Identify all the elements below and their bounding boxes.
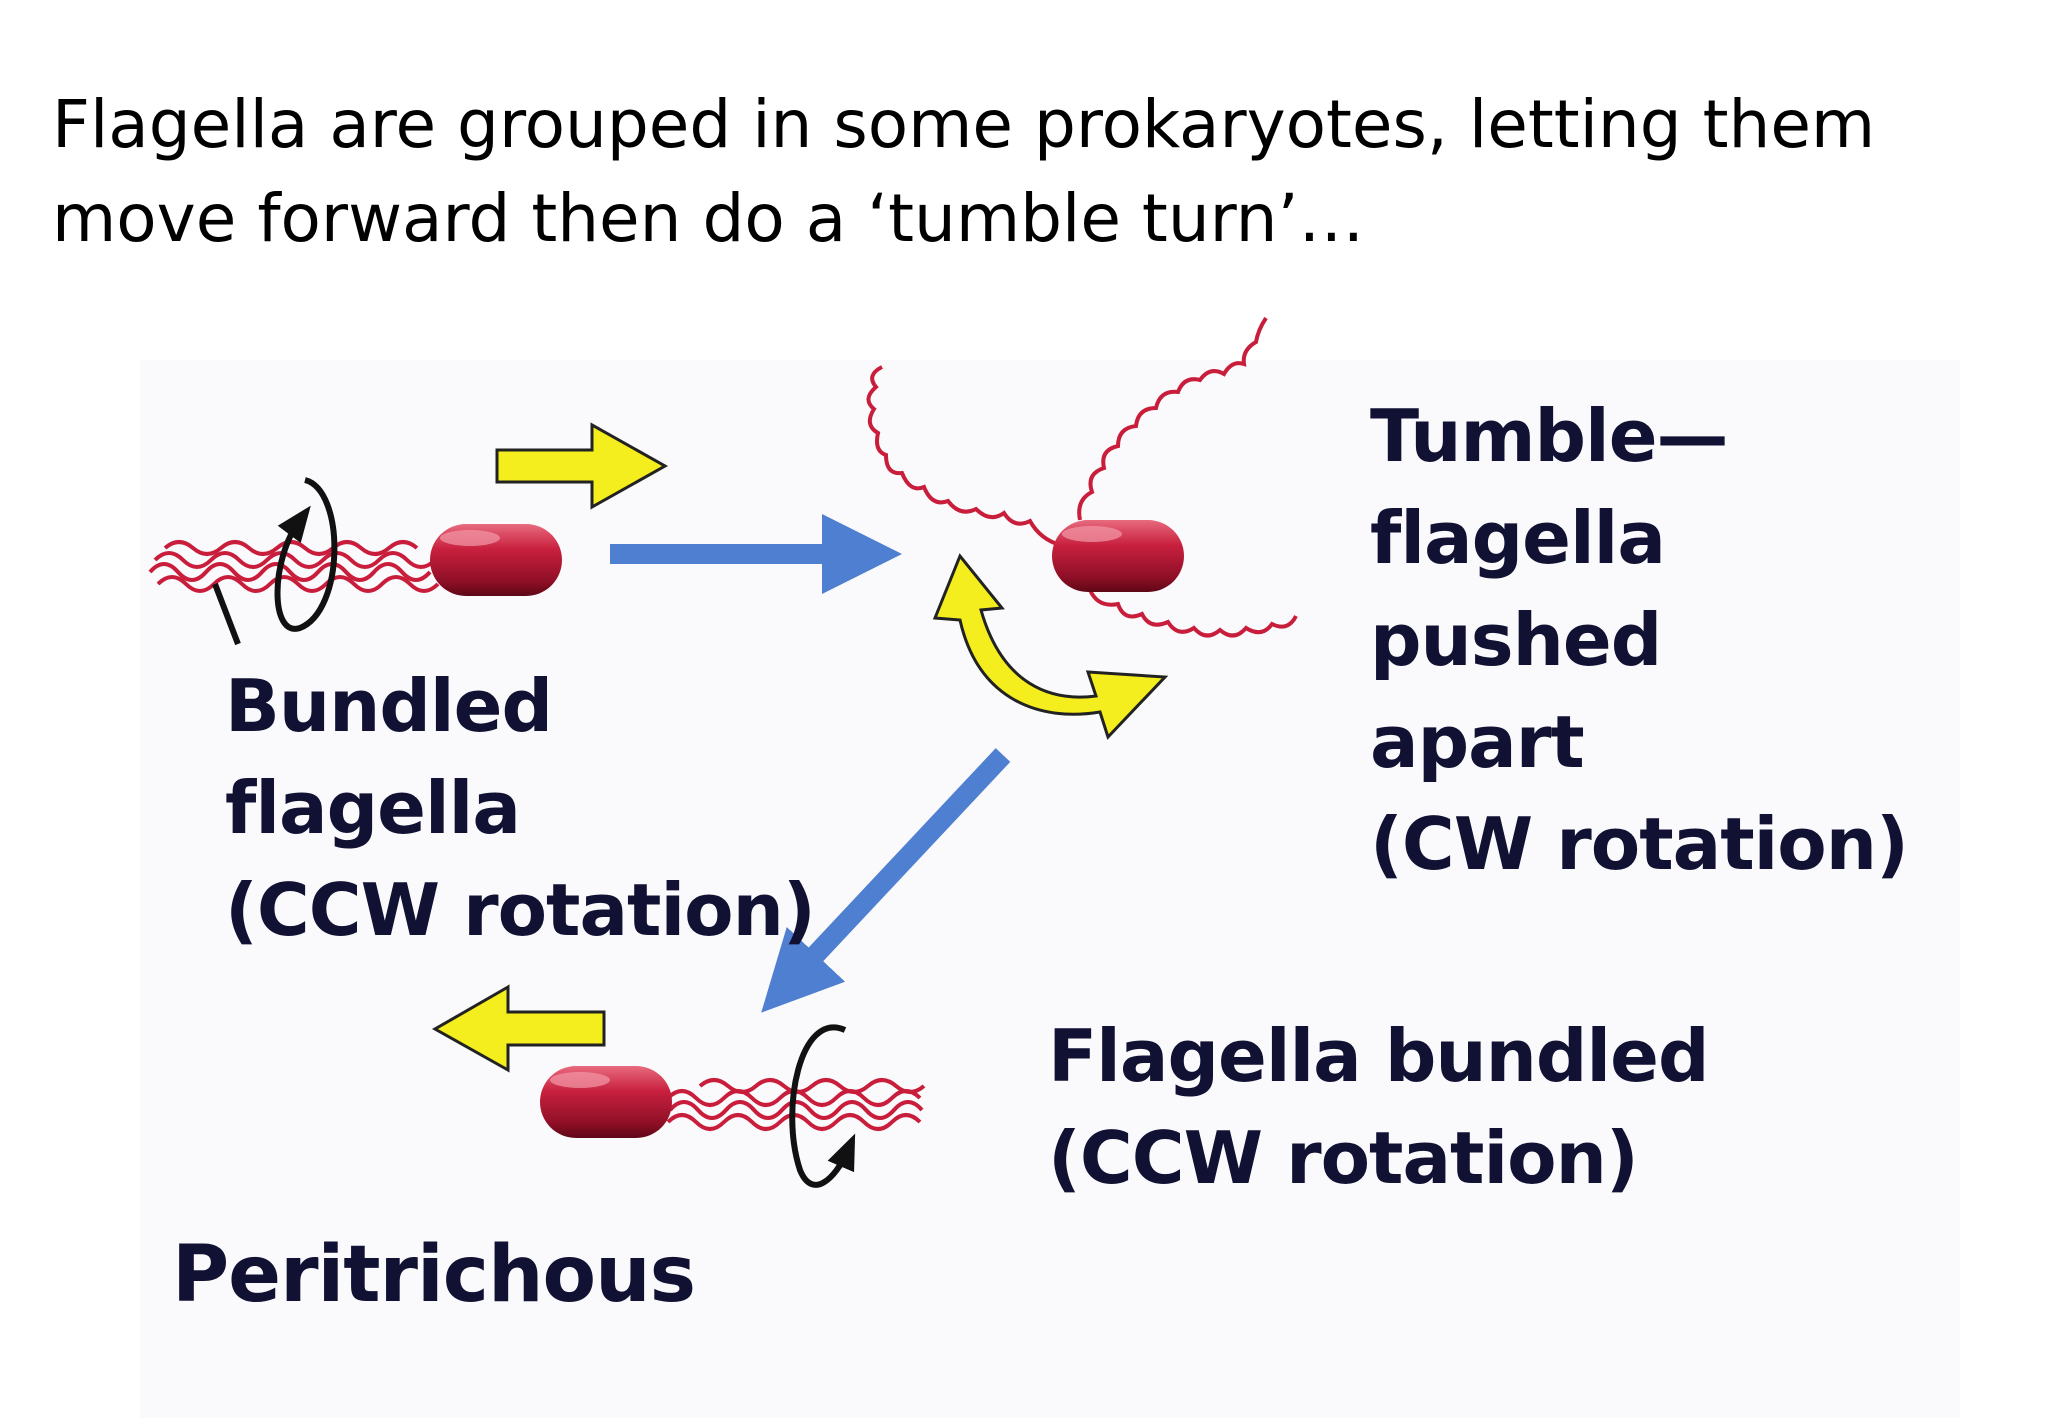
ccw-rotation-icon	[789, 1024, 856, 1188]
label-bundled-flagella: Bundled flagella (CCW rotation)	[225, 655, 816, 961]
label-line: Tumble—	[1370, 394, 1729, 478]
title-line-2: move forward then do a ‘tumble turn’…	[52, 180, 1365, 257]
cell-highlight	[440, 530, 500, 546]
label-flagella-bundled: Flagella bundled (CCW rotation)	[1048, 1005, 1709, 1209]
label-peritrichous: Peritrichous	[172, 1230, 696, 1320]
label-line: Bundled	[225, 664, 553, 748]
ccw-rotation-icon	[212, 477, 338, 646]
tumble-flagella	[866, 316, 1298, 638]
slide-title: Flagella are grouped in some prokaryotes…	[52, 78, 2012, 266]
label-line: flagella	[1370, 496, 1666, 580]
label-line: pushed	[1370, 598, 1662, 682]
reverse-motion-arrow	[431, 984, 606, 1073]
cell-highlight	[1062, 526, 1122, 542]
bundled-flagella-tuft	[148, 540, 440, 593]
transition-arrow-to-bundled	[761, 748, 1011, 1013]
label-line: (CW rotation)	[1370, 802, 1909, 886]
tumble-rotation-arrow	[932, 553, 1169, 740]
label-line: (CCW rotation)	[225, 868, 816, 952]
label-line: apart	[1370, 700, 1585, 784]
label-line: (CCW rotation)	[1048, 1116, 1639, 1200]
cell-highlight	[550, 1072, 610, 1088]
forward-motion-arrow	[495, 422, 669, 510]
label-line: flagella	[225, 766, 521, 850]
title-line-1: Flagella are grouped in some prokaryotes…	[52, 86, 1876, 163]
label-tumble: Tumble— flagella pushed apart (CW rotati…	[1370, 385, 1909, 895]
label-line: Flagella bundled	[1048, 1014, 1709, 1098]
